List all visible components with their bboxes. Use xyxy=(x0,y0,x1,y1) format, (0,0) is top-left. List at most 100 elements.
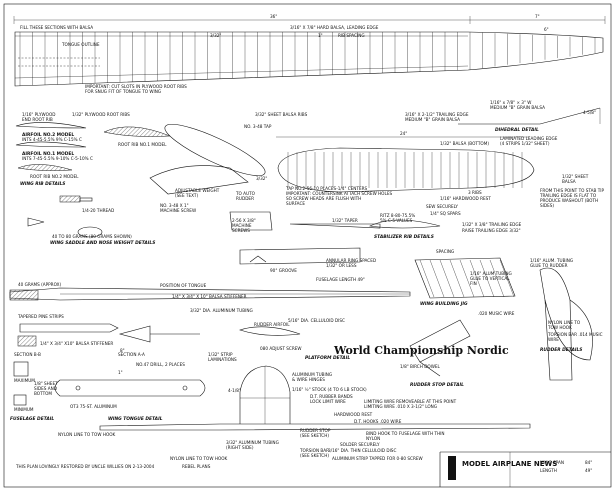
fin-dim-4: 4-1/8" xyxy=(228,388,241,393)
machine-screw-note: NO. 3-48 X 1" MACHINE SCREW xyxy=(160,203,196,213)
credit-line: THIS PLAN LOVINGLY RESTORED BY UNCLE WIL… xyxy=(15,464,155,469)
taper-note: 1/32" TAPER xyxy=(332,218,358,223)
jig-caption: WING BUILDING JIG xyxy=(420,301,468,307)
slot-note: IMPORTANT: CUT SLOTS IN PLYWOOD ROOT RIB… xyxy=(85,84,188,94)
stab-balsa-bottom: 1/32" BALSA (BOTTOM) xyxy=(440,141,489,146)
fuse-grams: 40 GRAMS (APPROX) xyxy=(18,282,61,287)
rib-thick-dim: 3/32" xyxy=(210,33,221,38)
alum-note: OT3 75-ST. ALUMINUM xyxy=(70,404,117,409)
rudder-stop: RUDDER STOP (SEE SKETCH) xyxy=(300,428,332,438)
annular-note: ANNULAR RING SPACED 1/32" OR LESS xyxy=(326,258,377,268)
jig-slot xyxy=(449,259,465,298)
fin-outline xyxy=(239,365,291,424)
leading-edge-note: 3/16" X 7/8" HARD BALSA, LEADING EDGE xyxy=(290,25,379,30)
end-rib-note: 1/16" PLYWOOD END ROOT RIB xyxy=(22,112,57,122)
jig-slot xyxy=(469,259,485,298)
wing-plan: 36" 7" FILL THESE SECTIONS WITH BALSA 3/… xyxy=(13,14,606,133)
fuse-line: NYLON LINE TO TOW HOOK xyxy=(58,432,116,437)
tubing-glue-rudder: 1/16" ALUM. TUBING GLUE TO RUDDER xyxy=(530,258,574,268)
fuse-dim-1: 1" xyxy=(118,370,123,375)
stop-detail-caption: RUDDER STOP DETAIL xyxy=(410,382,464,388)
platform-caption: PLATFORM DETAIL xyxy=(305,355,350,361)
fuselage-group: 40 GRAMS (APPROX) POSITION OF TONGUE 1/4… xyxy=(9,282,531,437)
strip-tapped: ALUMINUM STRIP TAPPED FOR 0-80 SCREW xyxy=(332,456,423,461)
wing-outline xyxy=(14,31,604,87)
fuse-tongue-pos: POSITION OF TONGUE xyxy=(160,283,207,288)
adj-weight-note: ADJUSTABLE WEIGHT (SEE TEXT) xyxy=(175,188,221,198)
section-aa: SECTION A-A xyxy=(118,352,145,357)
music-wire: .020 MUSIC WIRE xyxy=(478,311,515,316)
taper-dim: 3/32" xyxy=(256,176,267,181)
thin-disc: 3/16" DIA. THIN CELLULOID DISC xyxy=(328,448,396,453)
wing-span-dim: 36" xyxy=(270,14,277,19)
stab-caption: STABILIZER RIB DETAILS xyxy=(374,234,434,240)
airfoil-no1-label: AIRFOIL NO.1 MODEL xyxy=(22,151,74,157)
fuse-length-dim: FUSELAGE LENGTH 49" xyxy=(316,277,365,282)
fuse-stiffener: 1/4" X 3/4" X 10" BALSA STIFFENER xyxy=(172,294,247,299)
to-auto-rudder: TO AUTO RUDDER xyxy=(235,191,256,201)
fuse-dim-8: 8" xyxy=(120,348,125,353)
publisher-name: MODEL AIRPLANE NEWS xyxy=(462,460,557,468)
stabilizer-group: 24" 1/32" BALSA (BOTTOM) LAMINATED LEADI… xyxy=(239,131,605,307)
jig-slot xyxy=(419,259,435,298)
stab-ribs-note: 3 RIBS xyxy=(468,190,482,195)
stab-span-dim: 24" xyxy=(400,131,407,136)
airfoil-no2-label: AIRFOIL NO.2 MODEL xyxy=(22,132,74,138)
bind-hook: BIND HOOK TO FUSELAGE WITH THIN NYLON xyxy=(366,431,446,441)
tongue-outline-label: TONGUE OUTLINE xyxy=(61,42,100,47)
dt-hooks: D.T. HOOKS .020 WIRE xyxy=(354,419,402,424)
title-block: World Championship Nordic MODEL AIRPLANE… xyxy=(15,344,611,487)
stab-hardwood-rest: 1/16" HARDWOOD REST xyxy=(440,196,491,201)
plan-border xyxy=(3,3,612,488)
drill-note: NO.47 DRILL, 2 PLACES xyxy=(136,362,185,367)
dihedral-dim: 4-5/8" xyxy=(583,110,596,115)
tap-places-note: TAP NO.2-56-10 PLACES-1/4" CENTERS IMPOR… xyxy=(285,186,393,206)
celluloid-disc: 5/16" DIA. CELLULOID DISC xyxy=(288,318,345,323)
torsion-sketch: TORSION BAR (SEE SKETCH) xyxy=(299,448,330,458)
stab-outline xyxy=(277,147,535,193)
jig-slot xyxy=(499,259,515,298)
jig-slot xyxy=(459,259,475,298)
maximum-label: MAXIMUM xyxy=(14,378,35,383)
solder-note: SOLDER SECURELY xyxy=(340,442,380,447)
birch-dowel: 1/8" BIRCH DOWEL xyxy=(400,364,441,369)
section-bb: SECTION B-B xyxy=(14,352,41,357)
stab-from-point: FROM THIS POINT TO STAB TIP TRAILING EDG… xyxy=(539,188,605,208)
ply-root-note: 1/32" PLYWOOD ROOT RIBS xyxy=(72,112,130,117)
limiting-wire: LIMITING WIRE REMOVEABLE AT THIS POINT L… xyxy=(364,399,458,409)
tap-note: NO. 3-48 TAP xyxy=(244,124,272,129)
stab-laminated-note: LAMINATED LEADING EDGE (4 STRIPS 1/32" S… xyxy=(500,136,559,146)
alum-hinges: ALUMINUM TUBING & WIRE HINGES xyxy=(292,372,334,382)
rudder-group: RUDDER AIRFOIL 5/16" DIA. CELLULOID DISC… xyxy=(170,258,604,461)
fuse-tubing: 3/32" DIA. ALUMINUM TUBING xyxy=(190,308,253,313)
spec-wingspan-value: 84" xyxy=(585,460,592,465)
root-rib-no1-label: ROOT RIB NO.1 MODEL xyxy=(118,142,167,147)
groove-note: 90° GROOVE xyxy=(270,268,297,273)
screws-note: 2-56 X 3/8" MACHINE SCREWS xyxy=(232,218,257,233)
adjust-screw: 080 ADJUST SCREW xyxy=(260,346,302,351)
torsion-bar: TORSION BAR .014 MUSIC WIRE xyxy=(547,332,604,342)
jig-slot xyxy=(479,259,495,298)
fuse-stiffener2: 1/4" X 3/4" X10" BALSA STIFFENER xyxy=(40,341,113,346)
dt-bands: D.T. RUBBER BANDS LOCK LIMIT WIRE xyxy=(310,394,354,404)
credit-rebel: REBEL PLANS xyxy=(182,464,211,469)
sheet-ribs-note: 3/32" SHEET BALSA RIBS xyxy=(255,112,308,117)
airfoil-no2-data: INTS 4-45-5.5% 9% C-15% C xyxy=(22,137,82,142)
tip-dim: 6" xyxy=(544,27,549,32)
rudder-airfoil: RUDDER AIRFOIL xyxy=(254,322,290,327)
stab-trailing: 1/32" X 3/8" TRAILING EDGE xyxy=(462,222,522,227)
tongue-detail-caption: WING TONGUE DETAIL xyxy=(108,416,163,422)
airfoil-no1-data: INTS 7-45-5.5% 9-10% C-5-10% C xyxy=(22,156,93,161)
stab-rib-section: RITZ 8-80-75.5% 5% C-5-VALUES xyxy=(380,213,417,223)
root-rib-no2-label: ROOT RIB NO.2 MODEL xyxy=(30,174,79,179)
nylon-tow: NYLON LINE TO TOW HOOK xyxy=(547,320,582,330)
spec-length-label: LENGTH xyxy=(540,468,557,473)
stab-raise: RAISE TRAILING EDGE 3/32" xyxy=(462,228,521,233)
spec-wingspan-label: WING SPAN xyxy=(540,460,564,465)
stab-sheet-note: 1/32" SHEET BALSA xyxy=(562,174,590,184)
stab-sew: SEW SECURELY xyxy=(426,204,458,209)
spec-length-value: 49" xyxy=(585,468,592,473)
jig-slot xyxy=(429,259,445,298)
